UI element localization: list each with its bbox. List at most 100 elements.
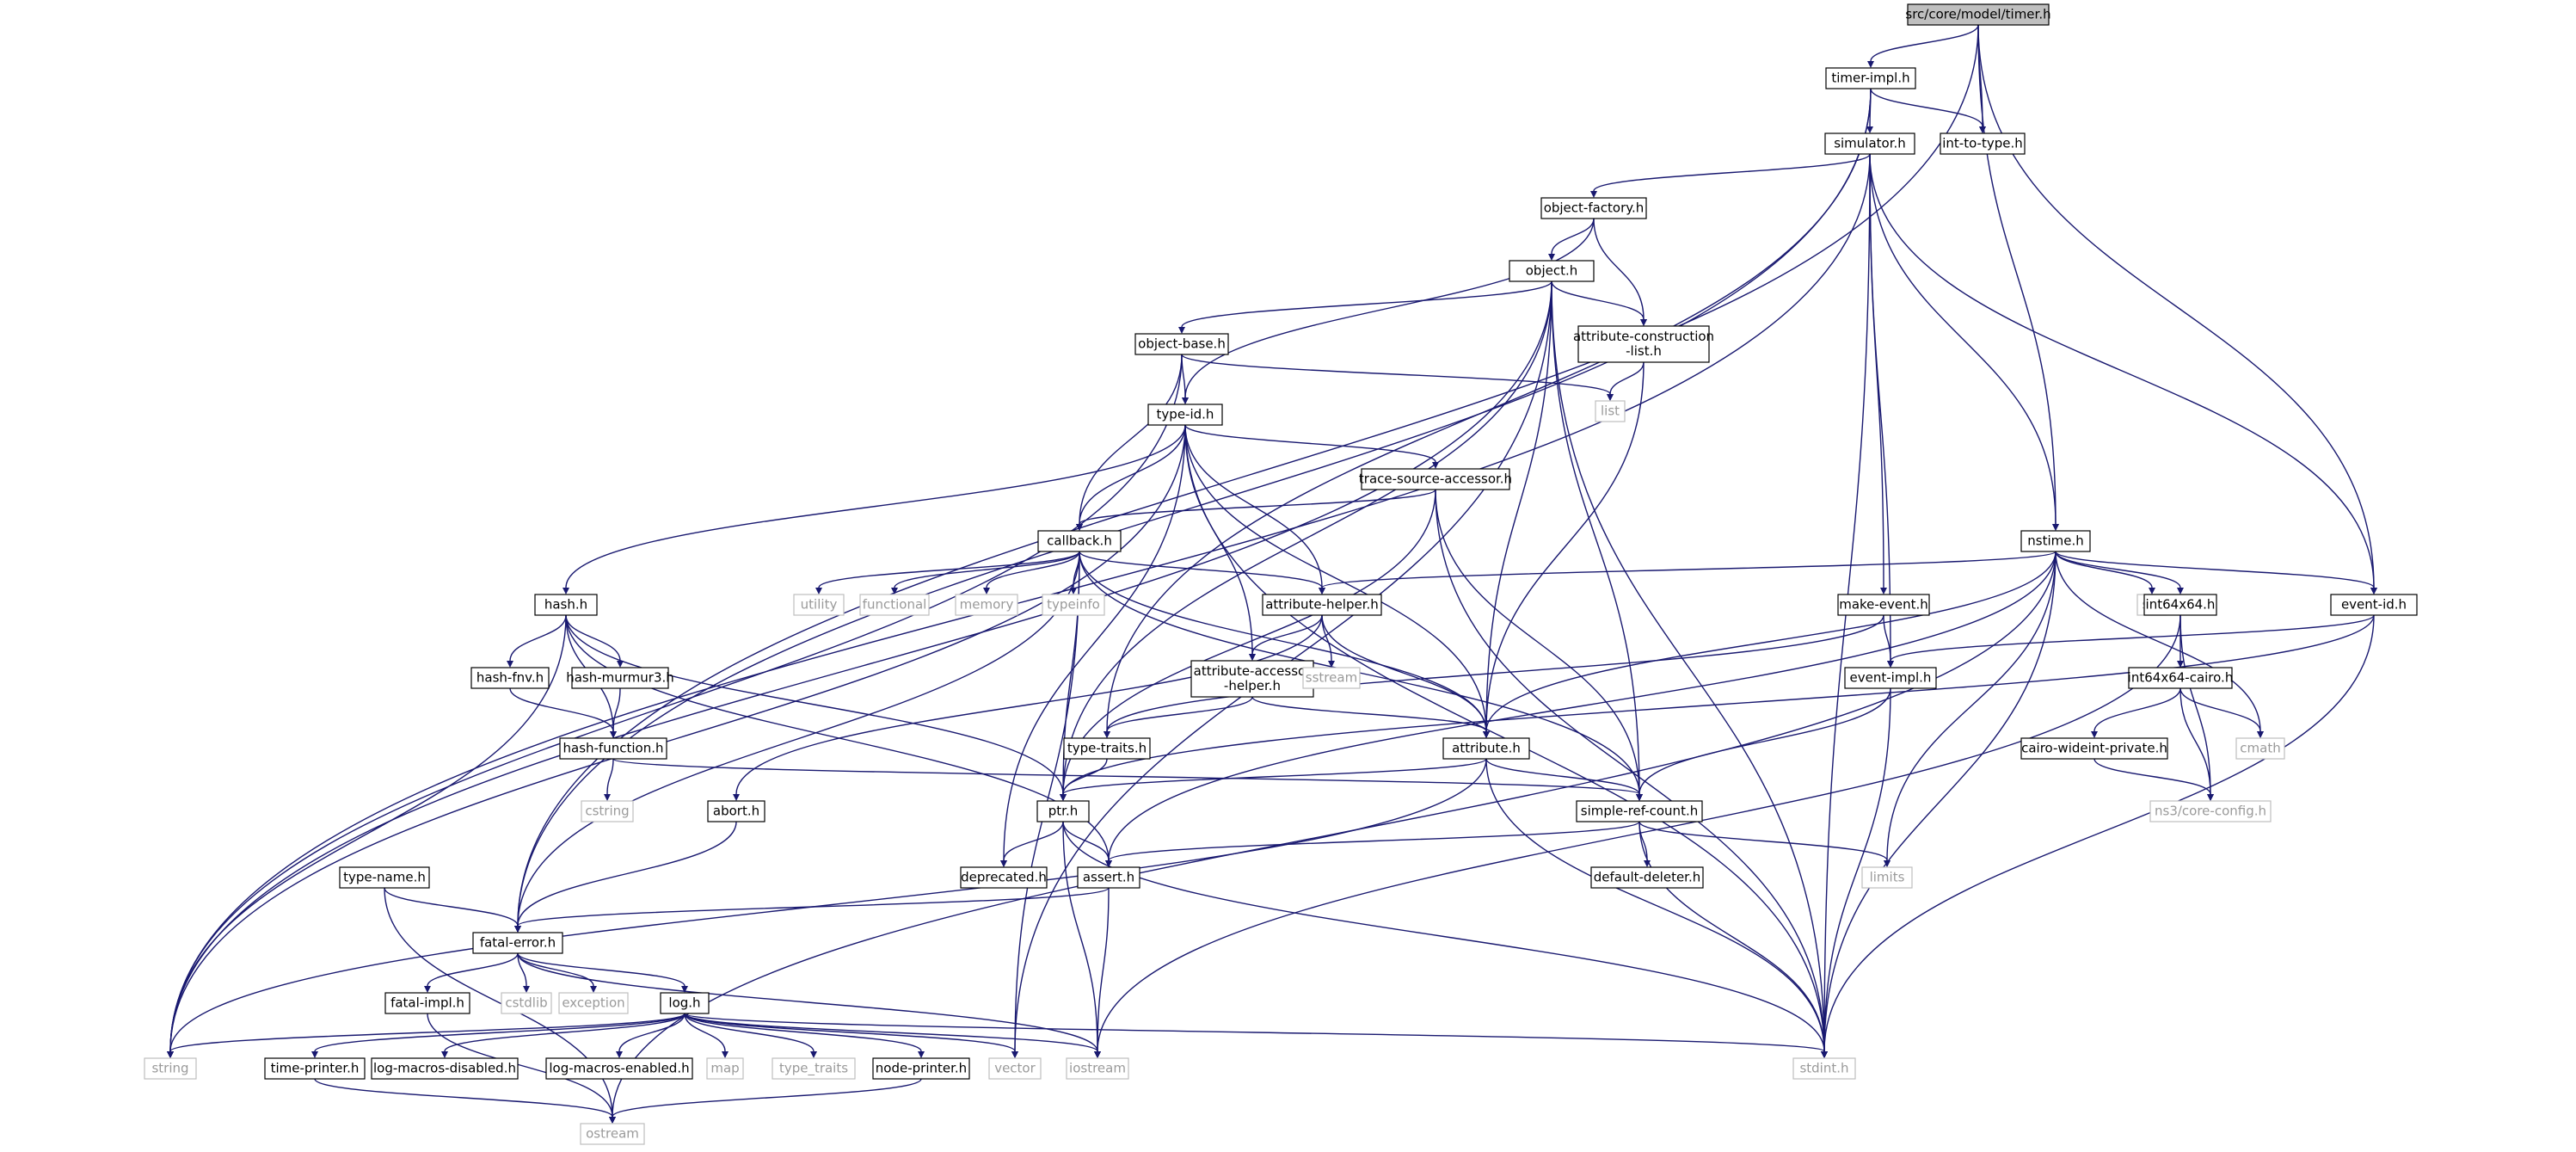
node-object[interactable]: object.h <box>1509 260 1595 282</box>
edge-attr_helper-to-attribute <box>1321 614 1487 732</box>
node-hash_murmur[interactable]: hash-murmur3.h <box>566 667 674 689</box>
node-ptr[interactable]: ptr.h <box>1036 800 1090 822</box>
edge-attribute-to-string <box>169 758 1487 1052</box>
node-int64x64[interactable]: int64x64.h <box>2143 594 2217 616</box>
node-box-trace_source <box>1361 468 1510 490</box>
node-hash[interactable]: hash.h <box>534 594 598 616</box>
node-box-log <box>660 992 710 1014</box>
node-map: map <box>706 1057 744 1080</box>
node-log_en[interactable]: log-macros-enabled.h <box>545 1057 693 1080</box>
node-attr_acc[interactable]: attribute-accessor-helper.h <box>1190 660 1314 698</box>
node-label-node_printer: node-printer.h <box>876 1061 967 1076</box>
node-deprecated[interactable]: deprecated.h <box>960 866 1048 889</box>
node-box-event_id <box>2330 594 2418 616</box>
node-cairo_wide[interactable]: cairo-wideint-private.h <box>2020 737 2168 760</box>
edge-nstime-to-event_id <box>2055 551 2375 588</box>
node-abort[interactable]: abort.h <box>707 800 765 822</box>
arrowhead-typeinfo <box>1070 588 1077 594</box>
node-simple_ref[interactable]: simple-ref-count.h <box>1576 800 1703 822</box>
node-label-int_to_type: int-to-type.h <box>1942 136 2023 151</box>
node-label-map: map <box>710 1061 739 1076</box>
node-box-cstdlib <box>501 992 552 1014</box>
node-label-simple_ref: simple-ref-count.h <box>1581 804 1698 819</box>
node-int_to_type[interactable]: int-to-type.h <box>1940 132 2026 155</box>
node-attribute[interactable]: attribute.h <box>1442 737 1530 760</box>
edge-fatal_error-to-exception <box>517 952 594 987</box>
node-label-abort: abort.h <box>713 804 759 819</box>
edge-simple_ref-to-stdint <box>1638 821 1825 1052</box>
arrowhead-object_base <box>1178 327 1185 334</box>
node-label-event_impl: event-impl.h <box>1850 670 1932 686</box>
node-log[interactable]: log.h <box>660 992 710 1014</box>
edge-simulator-to-event_id <box>1869 153 2375 588</box>
edge-callback-to-functional <box>894 551 1080 588</box>
node-fatal_impl[interactable]: fatal-impl.h <box>384 992 470 1014</box>
node-make_event[interactable]: make-event.h <box>1837 594 1930 616</box>
node-nstime[interactable]: nstime.h <box>2020 530 2091 552</box>
node-log_dis[interactable]: log-macros-disabled.h <box>371 1057 519 1080</box>
node-limits: limits <box>1861 866 1913 889</box>
node-label-object_factory: object-factory.h <box>1544 200 1645 216</box>
node-node_printer[interactable]: node-printer.h <box>872 1057 970 1080</box>
arrowhead-assert <box>1105 860 1112 867</box>
node-sstream: sstream <box>1302 667 1361 689</box>
node-box-hash_murmur <box>571 667 669 689</box>
edge-callback-to-memory <box>986 551 1080 588</box>
edge-hash-to-string <box>169 614 567 1052</box>
node-cmath: cmath <box>2235 737 2285 760</box>
edge-int64x64-to-iostream <box>1097 614 2181 1052</box>
node-timer[interactable]: src/core/model/timer.h <box>1905 3 2051 26</box>
node-default_deleter[interactable]: default-deleter.h <box>1590 866 1704 889</box>
node-callback[interactable]: callback.h <box>1037 530 1122 552</box>
edge-nstime-to-set <box>2055 551 2153 588</box>
edge-int64_cairo-to-ns3_config <box>2179 687 2211 795</box>
edge-hash_murmur-to-hash_function <box>612 687 621 732</box>
node-label-object: object.h <box>1526 263 1578 279</box>
node-timer_impl[interactable]: timer-impl.h <box>1825 67 1916 89</box>
arrowhead-sstream <box>1328 661 1335 668</box>
node-hash_function[interactable]: hash-function.h <box>559 737 667 760</box>
edge-callback-to-utility <box>818 551 1080 588</box>
node-box-type_name <box>339 866 430 889</box>
node-type_traits_h[interactable]: type-traits.h <box>1063 737 1151 760</box>
node-hash_fnv[interactable]: hash-fnv.h <box>470 667 550 689</box>
arrowhead-iostream <box>1094 1051 1101 1058</box>
node-int64_cairo[interactable]: int64x64-cairo.h <box>2128 667 2234 689</box>
node-box-hash_fnv <box>470 667 550 689</box>
node-label-int64x64: int64x64.h <box>2146 597 2216 613</box>
arrowhead-fatal_error <box>514 926 521 933</box>
node-event_id[interactable]: event-id.h <box>2330 594 2418 616</box>
node-utility: utility <box>793 594 845 616</box>
node-label-timer_impl: timer-impl.h <box>1831 71 1909 86</box>
node-attr_helper[interactable]: attribute-helper.h <box>1262 594 1382 616</box>
node-simulator[interactable]: simulator.h <box>1824 132 1915 155</box>
node-attr_constr[interactable]: attribute-construction-list.h <box>1573 325 1714 363</box>
node-label-log_en: log-macros-enabled.h <box>549 1061 689 1076</box>
node-object_factory[interactable]: object-factory.h <box>1540 197 1647 219</box>
node-event_impl[interactable]: event-impl.h <box>1844 667 1937 689</box>
node-object_base[interactable]: object-base.h <box>1134 333 1229 355</box>
node-label-attr_acc: attribute-accessor <box>1194 663 1313 679</box>
node-box-timer <box>1907 3 2050 26</box>
arrowhead-vector <box>1011 1051 1018 1058</box>
arrowhead-nstime <box>2052 524 2059 531</box>
node-iostream: iostream <box>1066 1057 1129 1080</box>
node-type_name[interactable]: type-name.h <box>339 866 430 889</box>
arrowhead-hash_function <box>610 731 617 738</box>
node-time_printer[interactable]: time-printer.h <box>264 1057 366 1080</box>
edge-simple_ref-to-limits <box>1638 821 1888 861</box>
node-assert[interactable]: assert.h <box>1077 866 1140 889</box>
node-label-make_event: make-event.h <box>1839 597 1928 613</box>
node-box-abort <box>707 800 765 822</box>
edge-time_printer-to-ostream <box>314 1078 613 1118</box>
node-type_id[interactable]: type-id.h <box>1147 404 1223 426</box>
node-label-type_traits_h: type-traits.h <box>1067 741 1147 756</box>
edge-type_id-to-string <box>169 424 1186 1052</box>
arrowhead-int64_cairo <box>2177 661 2184 668</box>
node-fatal_error[interactable]: fatal-error.h <box>472 932 563 954</box>
edge-nstime-to-assert <box>1108 551 2056 861</box>
edge-object-to-stdint <box>1551 280 1825 1052</box>
node-trace_source[interactable]: trace-source-accessor.h <box>1359 468 1512 490</box>
edge-type_id-to-attribute <box>1184 424 1487 732</box>
